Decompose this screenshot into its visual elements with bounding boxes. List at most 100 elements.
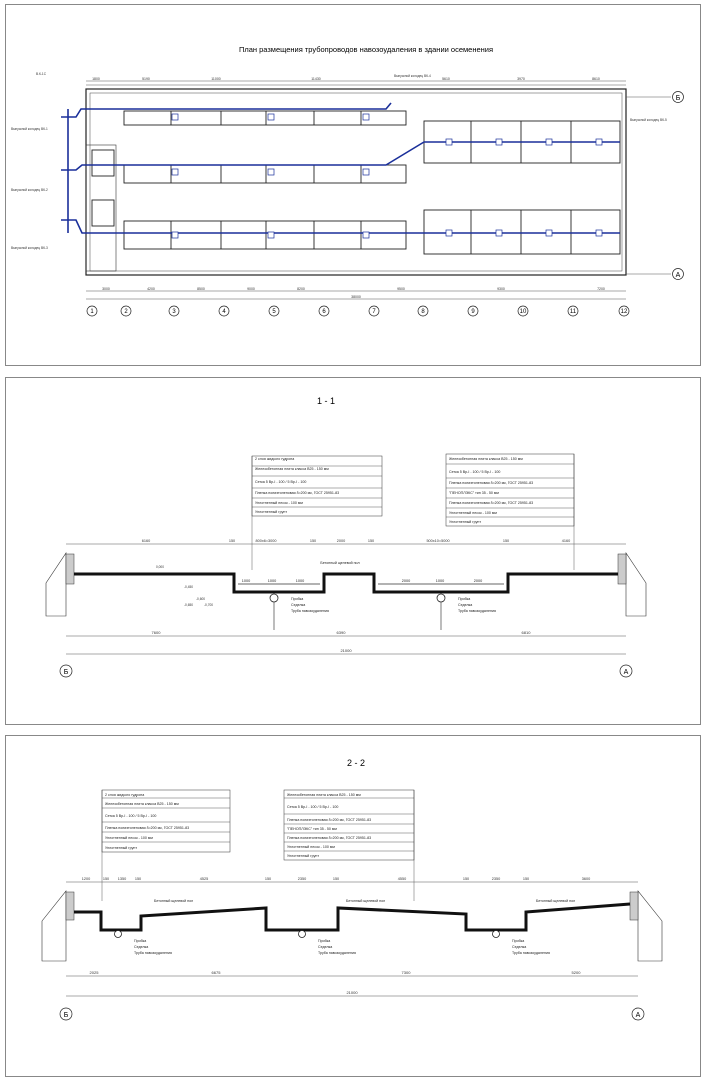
svg-text:150: 150 <box>135 877 141 881</box>
svg-text:2350: 2350 <box>492 877 500 881</box>
s1-layers-right: Железобетонная плита класса B25 - 150 мм… <box>445 453 575 570</box>
svg-text:4525: 4525 <box>200 877 208 881</box>
svg-text:Бетонный щелевой пол: Бетонный щелевой пол <box>154 899 193 903</box>
s2-slab <box>41 890 663 962</box>
svg-text:Седелка: Седелка <box>134 945 148 949</box>
svg-text:150: 150 <box>229 539 235 543</box>
svg-text:11430: 11430 <box>311 77 321 81</box>
svg-text:Уплотненный песок - 100 мм: Уплотненный песок - 100 мм <box>449 511 497 515</box>
svg-text:4: 4 <box>222 309 226 315</box>
s2-dim-bottom <box>66 975 638 997</box>
s2-dim-top-labels: 1200 150 1350 150 4525 150 2350 150 4550… <box>82 877 590 881</box>
svg-text:Выпускной колодец ВК-4: Выпускной колодец ВК-4 <box>394 74 431 78</box>
svg-text:9: 9 <box>471 309 475 315</box>
svg-text:Железобетонная плита класса B2: Железобетонная плита класса B25 - 150 мм <box>449 457 523 461</box>
svg-text:6: 6 <box>322 309 326 315</box>
svg-text:Б: Б <box>676 95 681 102</box>
svg-text:Б: Б <box>64 1012 69 1019</box>
svg-text:2 слоя жидкого гудрона: 2 слоя жидкого гудрона <box>255 457 294 461</box>
svg-text:1000: 1000 <box>268 579 276 583</box>
section-2-2-drawing: 2 - 2 2 слоя жидкого гудрона Железобетон… <box>41 758 663 1021</box>
plan-dim-top-labels: 1800 5190 11000 11430 5610 3970 8610 <box>92 77 600 81</box>
svg-text:Сетка 5 Вр-I - 100 / 5 Вр-I -: Сетка 5 Вр-I - 100 / 5 Вр-I - 100 <box>255 480 306 484</box>
svg-text:0,000: 0,000 <box>156 565 164 569</box>
svg-text:Выпускной колодец ВК-2: Выпускной колодец ВК-2 <box>11 188 48 192</box>
svg-text:Седелка: Седелка <box>291 603 305 607</box>
svg-text:150: 150 <box>368 539 374 543</box>
svg-text:2000: 2000 <box>337 539 345 543</box>
svg-text:2350: 2350 <box>298 877 306 881</box>
svg-text:150: 150 <box>463 877 469 881</box>
svg-text:Пленка полиэтиленовая δ=200 мк: Пленка полиэтиленовая δ=200 мк, ГОСТ 259… <box>287 818 371 822</box>
svg-text:"ПЕНОПЛЭКС" тип 35 - 50 мм: "ПЕНОПЛЭКС" тип 35 - 50 мм <box>449 491 499 495</box>
s1-marks: 0,000 -0,450 -0,600 -0,650 -0,700 <box>156 565 213 607</box>
svg-text:Бетонный щелевой пол: Бетонный щелевой пол <box>536 899 575 903</box>
svg-text:5190: 5190 <box>142 77 150 81</box>
svg-text:2000: 2000 <box>474 579 482 583</box>
svg-text:1: 1 <box>90 309 94 315</box>
svg-text:Седелка: Седелка <box>318 945 332 949</box>
svg-text:Выпускной колодец ВК-1: Выпускной колодец ВК-1 <box>11 127 48 131</box>
svg-text:150: 150 <box>265 877 271 881</box>
svg-text:9000: 9000 <box>247 287 255 291</box>
svg-text:150: 150 <box>333 877 339 881</box>
svg-text:Пленка полиэтиленовая δ=200 мк: Пленка полиэтиленовая δ=200 мк, ГОСТ 259… <box>449 501 533 505</box>
s1-slab <box>45 552 647 617</box>
svg-text:3000: 3000 <box>102 287 110 291</box>
svg-text:2000: 2000 <box>402 579 410 583</box>
s1-dim-top-labels: 6160 150 800x6=3000 150 2000 150 500x10=… <box>142 539 570 543</box>
svg-text:800x6=3000: 800x6=3000 <box>255 539 276 543</box>
section-2-2-sheet: 2 - 2 2 слоя жидкого гудрона Железобетон… <box>5 735 701 1077</box>
svg-text:7: 7 <box>372 309 376 315</box>
svg-text:Выпускной колодец ВК-3: Выпускной колодец ВК-3 <box>11 246 48 250</box>
svg-text:6390: 6390 <box>337 630 347 635</box>
svg-text:Уплотненный грунт: Уплотненный грунт <box>287 854 319 858</box>
svg-text:38000: 38000 <box>351 295 361 299</box>
svg-text:150: 150 <box>310 539 316 543</box>
section-2-2-title: 2 - 2 <box>347 758 365 768</box>
s2-axes: Б А <box>59 1007 645 1021</box>
s2-pipes <box>114 930 500 938</box>
svg-text:3600: 3600 <box>582 877 590 881</box>
svg-text:150: 150 <box>503 539 509 543</box>
svg-text:Пленка полиэтиленовая δ=200 мк: Пленка полиэтиленовая δ=200 мк, ГОСТ 259… <box>105 826 189 830</box>
plan-dim-bottom-labels: 3000 4200 8500 9000 8200 9500 9300 7200 … <box>102 287 605 299</box>
svg-text:21000: 21000 <box>340 648 352 653</box>
section-1-1-drawing: 1 - 1 2 слоя жидкого гудрона Железобетон… <box>45 396 647 678</box>
svg-text:Сетка 5 Вр-I - 100 / 5 Вр-I -: Сетка 5 Вр-I - 100 / 5 Вр-I - 100 <box>287 805 338 809</box>
svg-text:10: 10 <box>520 309 527 315</box>
svg-text:Железобетонная плита класса B2: Железобетонная плита класса B25 - 150 мм <box>287 793 361 797</box>
svg-text:В.К-1С: В.К-1С <box>36 72 47 76</box>
svg-text:21000: 21000 <box>346 990 358 995</box>
plan-sheet: План размещения трубопроводов навозоудал… <box>5 4 701 366</box>
svg-text:11: 11 <box>570 309 577 315</box>
svg-text:5200: 5200 <box>572 970 582 975</box>
section-1-1-title: 1 - 1 <box>317 396 335 406</box>
svg-text:1350: 1350 <box>118 877 126 881</box>
s1-dim-bottom <box>66 635 626 655</box>
s1-pipe-labels: Пробка Седелка Труба навозоудаления Проб… <box>291 597 496 613</box>
plan-title: План размещения трубопроводов навозоудал… <box>239 45 493 54</box>
building-inner <box>89 92 623 272</box>
plan-dim-top <box>86 80 626 86</box>
svg-text:4200: 4200 <box>147 287 155 291</box>
svg-text:Труба навозоудаления: Труба навозоудаления <box>318 951 356 955</box>
svg-text:3: 3 <box>172 309 176 315</box>
plan-pipes <box>61 102 620 234</box>
svg-text:6810: 6810 <box>522 630 532 635</box>
svg-text:А: А <box>676 272 681 279</box>
plan-drawing: План размещения трубопроводов навозоудал… <box>11 45 684 317</box>
svg-text:-0,600: -0,600 <box>196 597 205 601</box>
svg-text:1200: 1200 <box>82 877 90 881</box>
svg-text:Седелка: Седелка <box>458 603 472 607</box>
svg-text:А: А <box>636 1012 641 1019</box>
svg-text:500x10=5000: 500x10=5000 <box>426 539 449 543</box>
s1-dim-bottom-labels: 7600 6390 6810 21000 <box>152 630 532 653</box>
svg-text:Пробка: Пробка <box>318 939 330 943</box>
svg-text:Выпускной колодец ВК-5: Выпускной колодец ВК-5 <box>630 118 667 122</box>
s1-axes: Б А <box>59 664 633 678</box>
plan-column-axes: 1 2 3 4 5 6 7 8 9 10 11 12 <box>86 305 630 317</box>
svg-text:Уплотненный грунт: Уплотненный грунт <box>255 510 287 514</box>
s2-layers-left: 2 слоя жидкого гудрона Железобетонная пл… <box>101 789 231 901</box>
svg-text:Труба навозоудаления: Труба навозоудаления <box>291 609 329 613</box>
